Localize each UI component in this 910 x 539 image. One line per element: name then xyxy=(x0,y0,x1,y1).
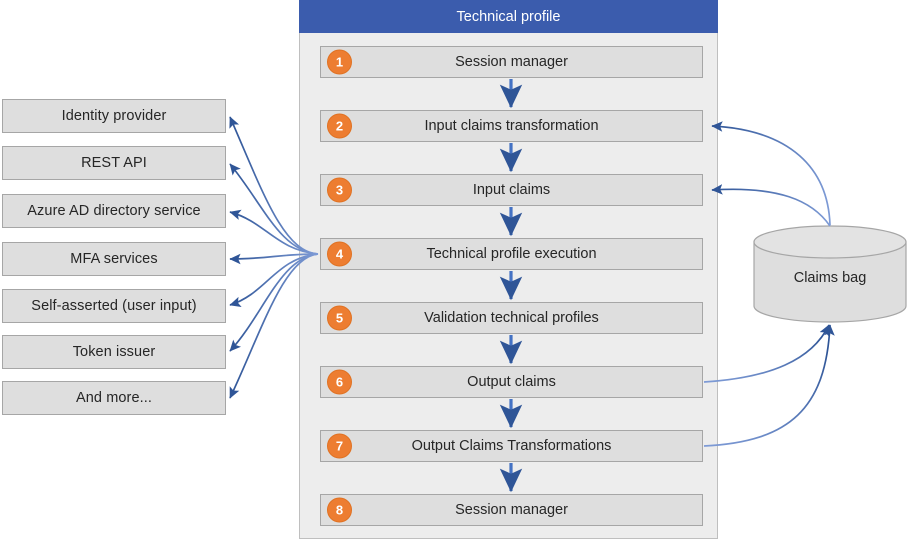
step-badge-2: 2 xyxy=(327,113,352,139)
connector-claimsbag-to-input-claims-transformation xyxy=(711,121,831,226)
panel-title-text: Technical profile xyxy=(456,8,561,25)
step-label-6: Output claims xyxy=(467,374,556,390)
step-badge-1: 1 xyxy=(327,49,352,75)
source-box-label: MFA services xyxy=(70,251,158,267)
step-label-1: Session manager xyxy=(455,54,568,70)
source-box-label: Azure AD directory service xyxy=(27,203,201,219)
step-badge-6: 6 xyxy=(327,369,352,395)
step-box-5-validation-technical-profiles[interactable]: 5 Validation technical profiles xyxy=(320,302,703,334)
step-label-4: Technical profile execution xyxy=(426,246,597,262)
step-label-2: Input claims transformation xyxy=(424,118,599,134)
claims-bag-read-group xyxy=(711,121,831,227)
connector-claimsbag-to-input-claims xyxy=(711,184,831,227)
source-box-label: And more... xyxy=(75,390,153,406)
step-badge-3: 3 xyxy=(327,177,352,203)
source-box-self-asserted[interactable]: Self-asserted (user input) xyxy=(2,289,226,323)
step-label-3: Input claims xyxy=(472,182,551,198)
step-box-7-output-claims-transformations[interactable]: 7 Output Claims Transformations xyxy=(320,430,703,462)
source-box-identity-provider[interactable]: Identity provider xyxy=(2,99,226,133)
source-box-rest-api[interactable]: REST API xyxy=(2,146,226,180)
cylinder-shape xyxy=(753,225,907,323)
step-badge-5: 5 xyxy=(327,305,352,331)
source-box-label: Identity provider xyxy=(61,108,167,124)
step-label-5: Validation technical profiles xyxy=(424,310,599,326)
step-badge-7: 7 xyxy=(327,433,352,459)
source-box-label: Token issuer xyxy=(72,344,156,360)
claims-bag-write-group xyxy=(703,324,835,447)
step-badge-8: 8 xyxy=(327,497,352,523)
step-label-8: Session manager xyxy=(455,502,568,518)
source-box-label: Self-asserted (user input) xyxy=(31,298,197,314)
step-box-4-technical-profile-execution[interactable]: 4 Technical profile execution xyxy=(320,238,703,270)
source-box-azure-ad[interactable]: Azure AD directory service xyxy=(2,194,226,228)
step-box-8-session-manager[interactable]: 8 Session manager xyxy=(320,494,703,526)
step-box-6-output-claims[interactable]: 6 Output claims xyxy=(320,366,703,398)
panel-title: Technical profile xyxy=(299,0,718,33)
source-box-and-more[interactable]: And more... xyxy=(2,381,226,415)
step-box-2-input-claims-transformation[interactable]: 2 Input claims transformation xyxy=(320,110,703,142)
step-box-3-input-claims[interactable]: 3 Input claims xyxy=(320,174,703,206)
source-box-token-issuer[interactable]: Token issuer xyxy=(2,335,226,369)
claims-bag-datastore[interactable]: Claims bag xyxy=(753,225,907,323)
step-badge-4: 4 xyxy=(327,241,352,267)
connector-output-claims-transformations-to-claimsbag xyxy=(703,324,835,447)
connector-output-claims-to-claimsbag xyxy=(703,324,830,383)
source-box-mfa-services[interactable]: MFA services xyxy=(2,242,226,276)
claims-bag-label: Claims bag xyxy=(753,225,907,323)
source-box-label: REST API xyxy=(81,155,147,171)
claims-bag-text: Claims bag xyxy=(793,270,867,286)
step-box-1-session-manager[interactable]: 1 Session manager xyxy=(320,46,703,78)
step-label-7: Output Claims Transformations xyxy=(411,438,612,454)
